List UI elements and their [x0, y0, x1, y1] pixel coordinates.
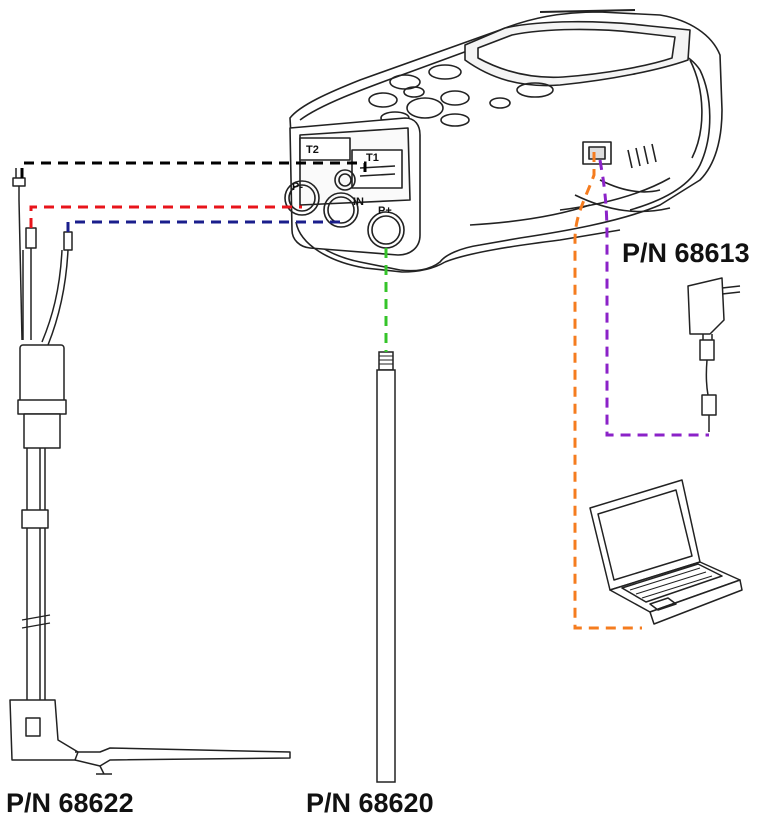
connection-p-minus: [29, 205, 302, 228]
port-label-p-minus: P-: [292, 181, 303, 193]
laptop: [589, 479, 743, 625]
analyzer-device: [284, 9, 723, 273]
combustion-probe-part-number: P/N 68622: [6, 788, 134, 818]
port-label-t2: T2: [306, 144, 319, 156]
combustion-probe: [9, 168, 291, 775]
port-label-t1: T1: [366, 152, 379, 164]
connection-t1: [20, 161, 367, 178]
connection-in: [66, 220, 341, 232]
power-supply-part-number: P/N 68613: [622, 238, 750, 268]
connection-usb-laptop: [573, 152, 642, 630]
connections: [20, 152, 709, 630]
port-label-p-plus: P+: [378, 205, 392, 217]
power-supply: [687, 277, 741, 432]
pitot-probe-part-number: P/N 68620: [306, 788, 434, 818]
pitot-probe: [376, 351, 396, 783]
port-label-in: IN: [353, 196, 364, 208]
connection-power: [598, 159, 709, 437]
